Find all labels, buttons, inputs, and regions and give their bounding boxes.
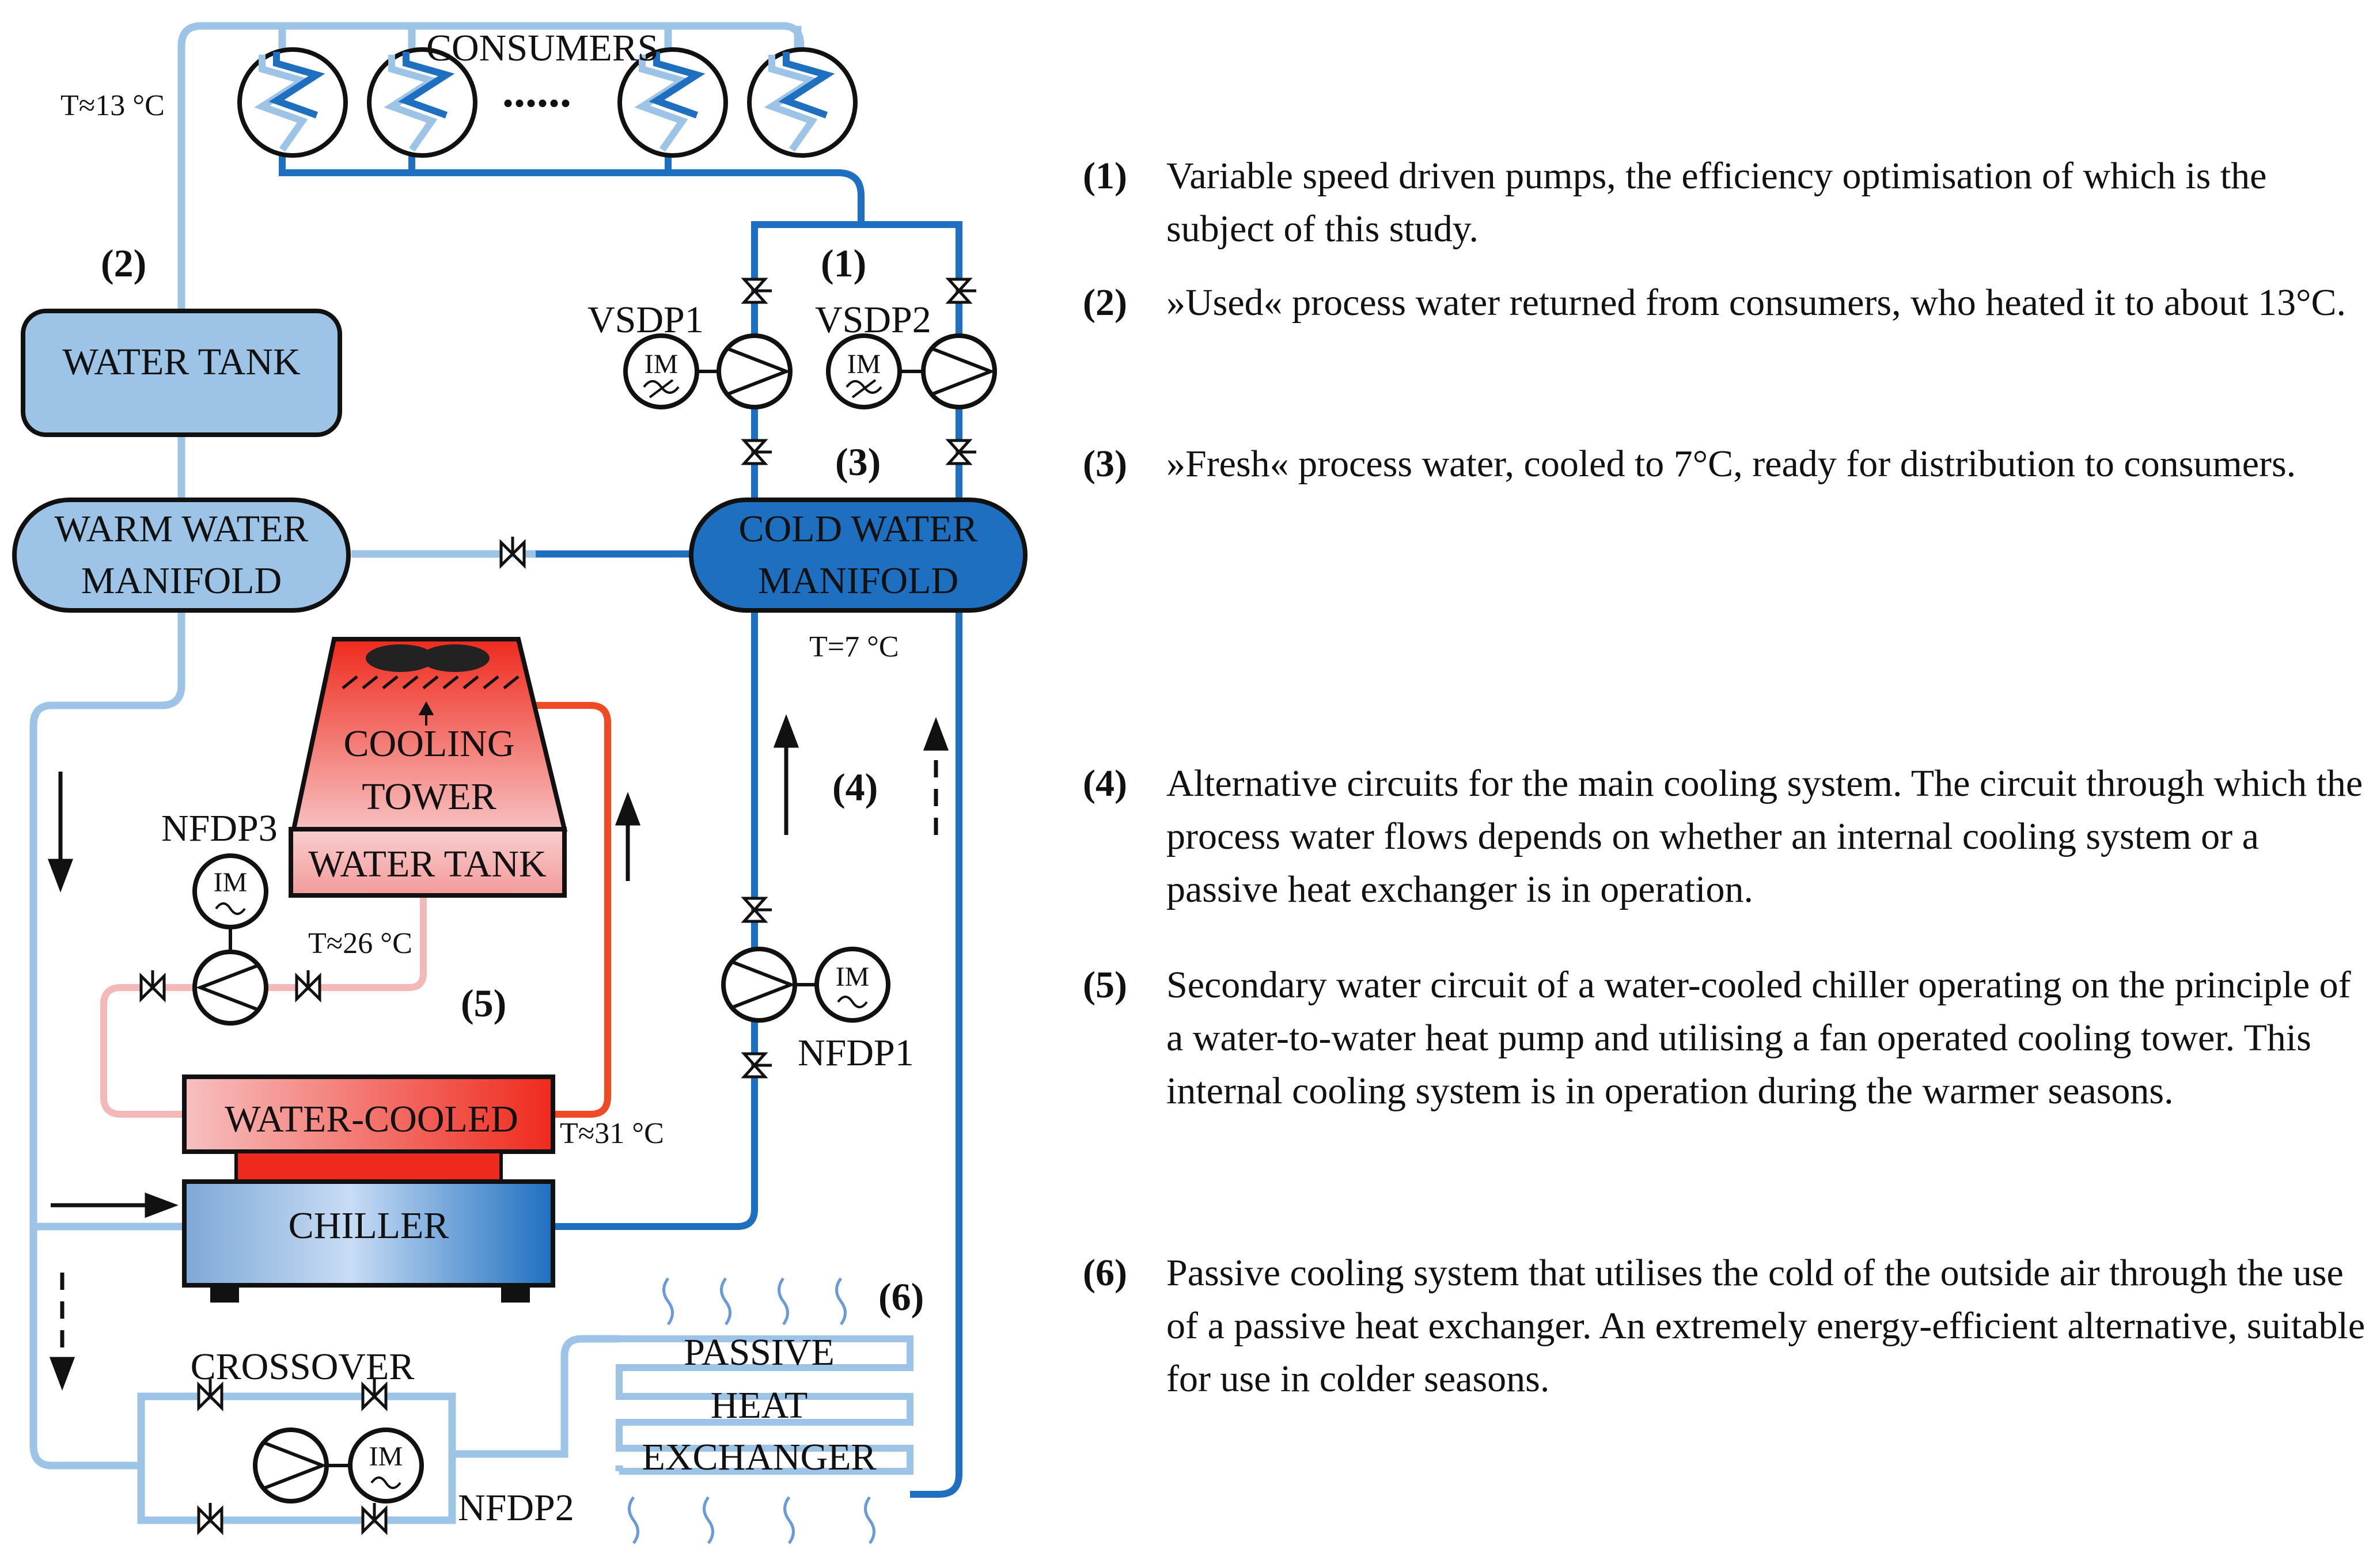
valve-icon xyxy=(197,1503,223,1536)
marker-4: (4) xyxy=(832,765,878,809)
chiller-top-label: WATER-COOLED xyxy=(225,1098,518,1140)
valve-icon xyxy=(197,1379,223,1412)
chiller-bottom-label: CHILLER xyxy=(289,1205,449,1247)
crossover-label: CROSSOVER xyxy=(191,1346,415,1388)
consumer-heat-exchanger xyxy=(367,47,477,158)
motor-label: IM xyxy=(847,349,881,379)
valve-icon xyxy=(945,278,976,304)
pump-nfdp3: IM NFDP3 xyxy=(161,807,278,1026)
warm-water-pipes xyxy=(29,22,913,1524)
legend-number: (1) xyxy=(1083,155,1127,197)
marker-1: (1) xyxy=(821,241,866,285)
valves xyxy=(139,278,976,1536)
warm-manifold-label-1: WARM WATER xyxy=(55,508,309,550)
legend-text: Variable speed driven pumps, the efficie… xyxy=(1166,155,2267,250)
valve-icon xyxy=(741,278,772,304)
valve-icon xyxy=(139,970,166,1003)
motor-icon xyxy=(192,853,268,929)
legend-number: (2) xyxy=(1083,282,1127,324)
arrow-down-icon xyxy=(47,772,74,893)
motor-label: IM xyxy=(369,1441,403,1472)
passive-hx-label-1: PASSIVE xyxy=(684,1331,835,1373)
warm-manifold-label-2: MANIFOLD xyxy=(81,560,282,602)
legend-text: Secondary water circuit of a water-coole… xyxy=(1166,964,2351,1112)
water-tank-label: WATER TANK xyxy=(62,341,300,383)
marker-5: (5) xyxy=(461,981,506,1025)
marker-6: (6) xyxy=(878,1275,924,1319)
temp-chiller: T≈31 °C xyxy=(560,1117,664,1150)
marker-2: (2) xyxy=(101,241,146,285)
legend-number: (5) xyxy=(1083,964,1127,1006)
consumer-heat-exchanger xyxy=(747,47,858,158)
valve-icon xyxy=(361,1503,388,1536)
valve-icon xyxy=(945,439,976,465)
arrow-up-icon xyxy=(615,792,641,881)
vsdp2-label: VSDP2 xyxy=(815,299,931,341)
motor-icon xyxy=(814,947,890,1023)
cold-water-manifold xyxy=(689,498,1028,613)
motor-label: IM xyxy=(214,867,248,898)
legend-text: »Fresh« process water, cooled to 7°C, re… xyxy=(1166,443,2296,485)
consumers: CONSUMERS ...... xyxy=(237,27,858,158)
arrow-down-dashed-icon xyxy=(49,1273,75,1391)
cooling-tower-label-2: TOWER xyxy=(362,776,496,818)
motor-label: IM xyxy=(645,349,678,379)
valve-icon xyxy=(741,439,772,465)
fan-icon xyxy=(366,644,490,672)
water-tank xyxy=(21,309,342,437)
consumer-heat-exchanger xyxy=(237,47,348,158)
passive-heat-exchanger-coil xyxy=(616,1335,913,1475)
marker-3: (3) xyxy=(835,440,881,484)
valve-icon xyxy=(741,897,772,923)
consumers-label: CONSUMERS xyxy=(426,27,658,69)
passive-hx-label-2: HEAT xyxy=(711,1384,808,1426)
temp-cold: T=7 °C xyxy=(809,631,899,663)
consumer-heat-exchanger xyxy=(617,47,728,158)
legend-text: »Used« process water returned from consu… xyxy=(1166,282,2347,324)
tower-supply-pipe xyxy=(423,702,611,1118)
temp-return: T≈13 °C xyxy=(60,89,165,122)
passive-hx-label-3: EXCHANGER xyxy=(642,1436,877,1478)
motor-icon xyxy=(348,1427,424,1504)
motor-icon xyxy=(623,333,699,409)
valve-icon xyxy=(295,970,321,1003)
legend-number: (6) xyxy=(1083,1252,1127,1294)
flow-arrows xyxy=(47,701,949,1391)
water-cooled-chiller: WATER-COOLED CHILLER xyxy=(182,1075,555,1303)
arrow-right-icon xyxy=(51,1192,179,1218)
warm-water-manifold xyxy=(12,498,351,613)
nfdp1-label: NFDP1 xyxy=(798,1032,914,1074)
valve-icon xyxy=(741,1052,772,1079)
pump-vsdp1: IM VSDP1 xyxy=(587,299,793,409)
motor-icon xyxy=(826,333,902,409)
temp-tower: T≈26 °C xyxy=(308,927,412,960)
arrow-up-icon xyxy=(773,714,799,835)
valve-icon xyxy=(499,537,526,570)
tower-water-tank xyxy=(289,827,567,898)
arrow-up-dashed-icon xyxy=(923,717,949,835)
cold-manifold-label-2: MANIFOLD xyxy=(758,560,958,602)
cold-manifold-label-1: COLD WATER xyxy=(739,508,978,550)
tower-water-tank-label: WATER TANK xyxy=(308,843,546,885)
cooling-tower-label-1: COOLING xyxy=(344,723,515,765)
pump-nfdp1: IM NFDP1 xyxy=(721,947,914,1074)
nfdp2-label: NFDP2 xyxy=(458,1487,574,1529)
legend-number: (3) xyxy=(1083,443,1127,485)
tower-return-pipe xyxy=(100,895,427,1118)
legend-number: (4) xyxy=(1083,762,1127,804)
nfdp3-label: NFDP3 xyxy=(161,807,278,849)
vsdp1-label: VSDP1 xyxy=(587,299,704,341)
arrow-up-small-icon xyxy=(418,701,434,726)
legend-text: Alternative circuits for the main coolin… xyxy=(1166,762,2363,910)
valve-icon xyxy=(361,1379,388,1412)
pump-nfdp2: IM NFDP2 xyxy=(253,1427,574,1529)
pump-vsdp2: IM VSDP2 xyxy=(815,299,997,409)
legend-text: Passive cooling system that utilises the… xyxy=(1166,1252,2366,1400)
cooling-tower: COOLING TOWER WATER TANK xyxy=(289,637,568,898)
air-flow-icon xyxy=(628,1277,875,1544)
motor-label: IM xyxy=(836,962,870,992)
consumers-ellipsis: ...... xyxy=(502,66,571,117)
